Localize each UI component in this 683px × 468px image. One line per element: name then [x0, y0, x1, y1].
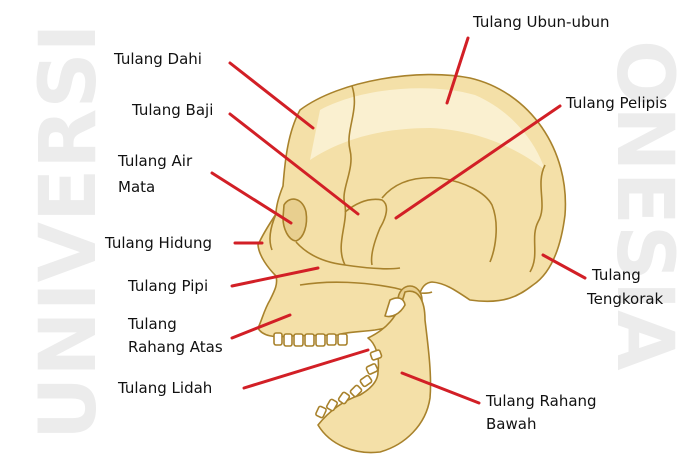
label-lidah: Tulang Lidah — [117, 379, 212, 397]
label-tengkorak-line2: Tengkorak — [586, 290, 664, 308]
label-rahang-bawah-line1: Tulang Rahang — [485, 392, 597, 410]
label-air-mata-line2: Mata — [118, 178, 155, 196]
label-tengkorak-line1: Tulang — [591, 266, 641, 284]
label-pipi: Tulang Pipi — [127, 277, 208, 295]
label-rahang-atas-line1: Tulang — [127, 315, 177, 333]
label-baji: Tulang Baji — [131, 101, 213, 119]
leader-dahi — [230, 63, 313, 128]
label-air-mata-line1: Tulang Air — [117, 152, 193, 170]
label-rahang-bawah-line2: Bawah — [486, 415, 536, 433]
upper-teeth — [274, 333, 347, 346]
watermark-left-text: UNIVERSI — [24, 23, 114, 440]
label-pelipis: Tulang Pelipis — [565, 94, 667, 112]
watermark-right-text: ONESIA — [599, 40, 683, 370]
label-rahang-atas-line2: Rahang Atas — [128, 338, 223, 356]
label-ubun-ubun: Tulang Ubun-ubun — [472, 13, 610, 31]
label-dahi: Tulang Dahi — [113, 50, 202, 68]
label-hidung: Tulang Hidung — [104, 234, 212, 252]
leader-lidah — [244, 350, 368, 388]
